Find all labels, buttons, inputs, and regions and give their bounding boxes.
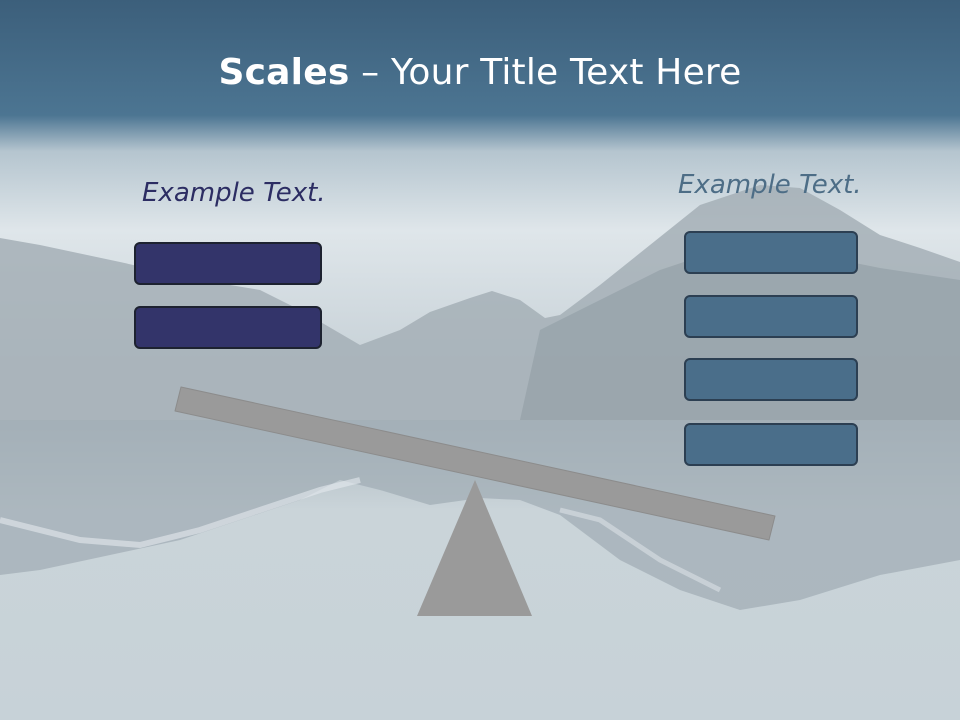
left-text-box-2[interactable]: [134, 306, 322, 349]
title-rest: – Your Title Text Here: [349, 52, 742, 93]
title-bold: Scales: [218, 52, 350, 93]
left-text-box-1[interactable]: [134, 242, 322, 285]
right-text-box-3[interactable]: [684, 358, 858, 401]
right-text-box-1[interactable]: [684, 231, 858, 274]
right-text-box-2[interactable]: [684, 295, 858, 338]
right-text-box-4[interactable]: [684, 423, 858, 466]
mountain-reflection: [0, 420, 960, 610]
left-example-label: Example Text.: [142, 178, 326, 208]
slide-title: Scales – Your Title Text Here: [0, 52, 960, 93]
scale-beam: [174, 386, 776, 541]
right-example-label: Example Text.: [678, 170, 862, 200]
fulcrum-triangle: [417, 480, 532, 616]
